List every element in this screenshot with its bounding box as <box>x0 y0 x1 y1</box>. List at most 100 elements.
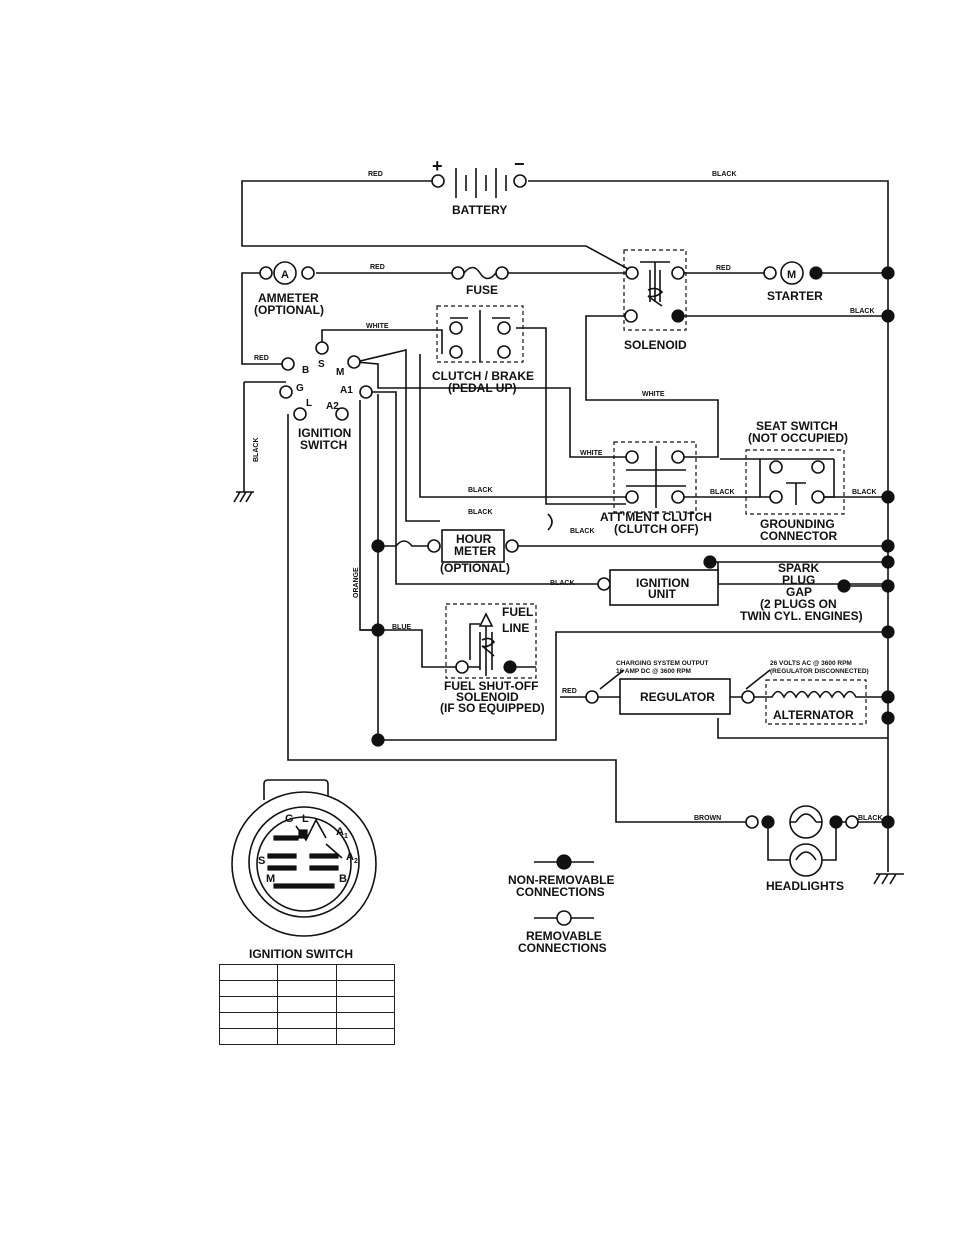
terminal-g: G <box>296 383 304 394</box>
table-row <box>218 996 396 1013</box>
fuel-sol-label-2: SOLENOID <box>456 690 519 704</box>
face-a1-sub: 1 <box>344 833 348 840</box>
face-m: M <box>266 873 275 885</box>
ignition-switch-label-1: IGNITION <box>298 426 351 440</box>
legend: NON-REMOVABLE CONNECTIONS REMOVABLE CONN… <box>508 854 614 955</box>
wire-black-hour: BLACK <box>468 509 493 516</box>
wire-black-attment: BLACK <box>570 528 595 535</box>
table-row <box>218 964 396 981</box>
hour-meter-label-1: HOUR <box>456 532 492 546</box>
grounding-label-1: GROUNDING <box>760 517 835 531</box>
charging-output-label-1: CHARGING SYSTEM OUTPUT <box>616 660 708 667</box>
legend-removable-2: CONNECTIONS <box>518 941 607 955</box>
battery-plus: + <box>432 156 443 176</box>
fuel-sol-label-3: (IF SO EQUIPPED) <box>440 701 545 715</box>
table-row <box>218 1012 396 1029</box>
wire-red-regulator: RED <box>562 688 577 695</box>
headlights-label: HEADLIGHTS <box>766 879 844 893</box>
clutch-brake-switch: CLUTCH / BRAKE (PEDAL UP) <box>432 305 534 395</box>
spark-label-1: SPARK <box>778 561 819 575</box>
face-g: G <box>285 813 294 825</box>
headlights: HEADLIGHTS <box>745 805 859 893</box>
wire-black-ignition: BLACK <box>550 580 575 587</box>
starter-label: STARTER <box>767 289 823 303</box>
wire-labels: RED BLACK RED RED BLACK WHITE RED WHITE … <box>253 171 883 822</box>
volts-label-2: (REGULATOR DISCONNECTED) <box>770 668 869 675</box>
grounding-label-2: CONNECTOR <box>760 529 837 543</box>
switch-contacts <box>267 818 343 889</box>
ammeter-label: AMMETER <box>258 291 319 305</box>
legend-non-removable-2: CONNECTIONS <box>516 885 605 899</box>
battery-minus: − <box>514 154 525 174</box>
legend-removable-1: REMOVABLE <box>526 929 602 943</box>
legend-non-removable-1: NON-REMOVABLE <box>508 873 614 887</box>
ignition-switch-face-title: IGNITION SWITCH <box>249 947 353 961</box>
terminal-l: L <box>306 398 312 409</box>
wire-red-starter: RED <box>716 265 731 272</box>
table-row <box>218 1028 396 1045</box>
face-a2-sub: 2 <box>354 858 358 865</box>
starter-symbol: M <box>787 269 796 281</box>
charging-output-label-2: 16 AMP DC @ 3600 RPM <box>616 668 691 675</box>
not-occupied-label: (NOT OCCUPIED) <box>748 431 848 445</box>
face-s: S <box>258 855 265 867</box>
ignition-switch-label-2: SWITCH <box>300 438 347 452</box>
ground-symbol <box>233 491 904 885</box>
face-a2: A <box>346 851 354 863</box>
solenoid: SOLENOID <box>623 249 687 352</box>
battery-label: BATTERY <box>452 203 507 217</box>
spark-label-4: (2 PLUGS ON <box>760 597 837 611</box>
ignition-switch-table <box>218 964 396 1045</box>
non-removable-junctions <box>371 266 895 829</box>
fuel-sol-label-1: FUEL SHUT-OFF <box>444 679 538 693</box>
fuel-line-label-2: LINE <box>502 621 529 635</box>
alternator: ALTERNATOR <box>754 679 867 725</box>
ammeter-optional: (OPTIONAL) <box>254 303 324 317</box>
fuel-shutoff-solenoid: FUEL LINE FUEL SHUT-OFF SOLENOID (IF SO … <box>440 603 545 715</box>
wire-white-solenoid: WHITE <box>642 391 665 398</box>
fuse-label: FUSE <box>466 283 498 297</box>
attment-clutch-label: ATT'MENT CLUTCH <box>600 510 712 524</box>
hour-meter: HOUR METER (OPTIONAL) <box>427 529 519 575</box>
ammeter: A AMMETER (OPTIONAL) <box>254 261 324 317</box>
spark-label-2: PLUG <box>782 573 815 587</box>
wire-red-ammeter: RED <box>370 264 385 271</box>
face-b: B <box>339 873 347 885</box>
spark-label-5: TWIN CYL. ENGINES) <box>740 609 863 623</box>
ignition-unit: IGNITION UNIT SPARK PLUG GAP (2 PLUGS ON… <box>597 555 863 623</box>
fuse: FUSE <box>451 266 509 297</box>
wire-red-battery: RED <box>368 171 383 178</box>
starter: M STARTER <box>763 261 823 303</box>
solenoid-label: SOLENOID <box>624 338 687 352</box>
face-a1: A <box>336 826 344 838</box>
wire-orange: ORANGE <box>353 567 360 598</box>
wire-black-clutch: BLACK <box>468 487 493 494</box>
terminal-a1: A1 <box>340 385 353 396</box>
hour-meter-optional: (OPTIONAL) <box>440 561 510 575</box>
wire-black-seat-left: BLACK <box>710 489 735 496</box>
seat-switch-label: SEAT SWITCH <box>756 419 838 433</box>
regulator-label: REGULATOR <box>640 690 715 704</box>
alternator-label: ALTERNATOR <box>773 708 854 722</box>
wire-white-attment: WHITE <box>580 450 603 457</box>
terminal-b: B <box>302 365 309 376</box>
wire-blue: BLUE <box>392 624 411 631</box>
regulator: REGULATOR CHARGING SYSTEM OUTPUT 16 AMP … <box>585 660 869 715</box>
wire-black-seat-right: BLACK <box>852 489 877 496</box>
fuel-line-label-1: FUEL <box>502 605 533 619</box>
wire-red-switch: RED <box>254 355 269 362</box>
terminal-a2: A2 <box>326 401 339 412</box>
wire-black-ground: BLACK <box>253 438 260 463</box>
wire-black-battery: BLACK <box>712 171 737 178</box>
pedal-up-label: (PEDAL UP) <box>448 381 516 395</box>
ignition-unit-label-2: UNIT <box>648 587 677 601</box>
clutch-brake-label: CLUTCH / BRAKE <box>432 369 534 383</box>
ammeter-symbol: A <box>281 269 289 281</box>
ignition-switch-schematic: S M B G A1 L A2 IGNITION SWITCH <box>279 341 373 452</box>
wire-black-headlights: BLACK <box>858 815 883 822</box>
terminal-m: M <box>336 367 344 378</box>
attachment-clutch-switch: ATT'MENT CLUTCH (CLUTCH OFF) <box>600 441 712 536</box>
volts-label-1: 26 VOLTS AC @ 3600 RPM <box>770 660 852 667</box>
face-l: L <box>302 813 309 825</box>
